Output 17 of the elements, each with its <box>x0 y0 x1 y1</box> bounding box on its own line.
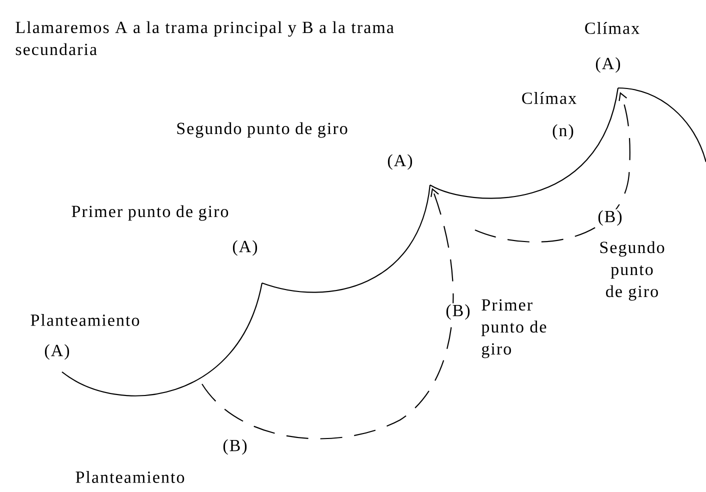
stage-label: Planteamiento <box>76 471 184 483</box>
stage-label: Planteamiento <box>30 314 140 326</box>
note-text: Llamaremos A a la trama principal y B a la trama secundaria <box>16 21 394 56</box>
stage-label: (B) <box>223 439 247 455</box>
stage-label: (B) <box>444 303 472 321</box>
stage-label: Segundo punto de giro <box>600 241 664 301</box>
stage-label: (B) <box>596 209 624 227</box>
stage-label: (A) <box>388 154 412 170</box>
stage-label: (n) <box>552 124 574 140</box>
stage-label: Clímax <box>522 92 576 104</box>
stage-label: Segundo punto de giro <box>177 122 348 138</box>
stage-label: (A) <box>232 240 258 256</box>
stage-label: (A) <box>44 344 70 360</box>
stage-label: (A) <box>596 57 620 73</box>
stage-label: Primer punto de giro <box>72 205 228 221</box>
stage-label: Primer punto de giro <box>481 299 546 358</box>
stage-label: Clímax <box>585 22 640 34</box>
